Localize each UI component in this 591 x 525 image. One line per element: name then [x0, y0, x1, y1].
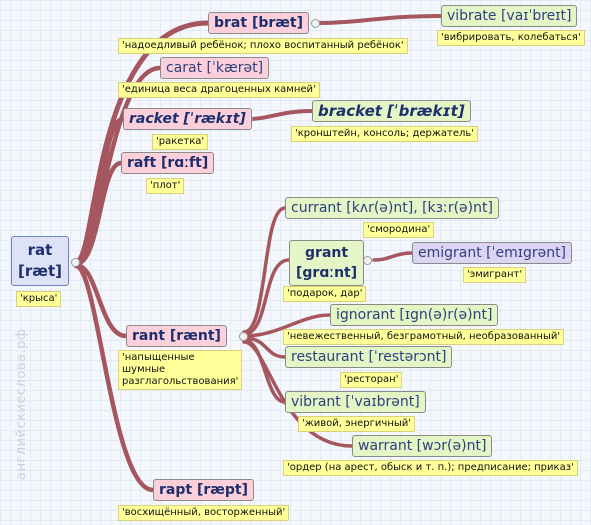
- note-raft: 'плот': [146, 178, 185, 194]
- node-carat[interactable]: carat [ˈkærət]: [160, 57, 270, 79]
- link-racket-bracket: [246, 109, 314, 121]
- node-raft[interactable]: raft [rɑːft]: [121, 152, 215, 174]
- note-currant: 'смородина': [363, 222, 435, 238]
- note-bracket: 'кронштейн, консоль; держатель': [291, 126, 479, 142]
- note-rapt: 'восхищённый, восторженный': [118, 505, 290, 521]
- node-emigrant[interactable]: emigrant [ˈemɪgrənt]: [412, 242, 573, 264]
- node-rat-word: rat: [27, 241, 53, 259]
- note-racket: 'ракетка': [152, 134, 209, 150]
- node-grant-transcription: [grɑːnt]: [296, 265, 358, 281]
- link-rant-warrant: [242, 340, 354, 448]
- node-currant[interactable]: currant [kʌr(ə)nt], [kɜːr(ə)nt]: [285, 197, 499, 219]
- note-rat: 'крыса': [16, 291, 62, 307]
- watermark: английскиеслова.рф: [14, 328, 29, 481]
- node-warrant[interactable]: warrant [wɔr(ə)nt]: [352, 435, 493, 457]
- node-racket[interactable]: racket [ˈrækɪt]: [123, 108, 252, 130]
- note-warrant: 'ордер (на арест, обыск и т. п.); предпи…: [283, 460, 578, 476]
- note-grant: 'подарок, дар': [283, 286, 367, 302]
- link-rat-rapt: [73, 263, 156, 493]
- link-rant-grant: [242, 258, 291, 336]
- note-ignorant: 'невежественный, безграмотный, необразов…: [283, 329, 565, 345]
- node-rant[interactable]: rant [rænt]: [126, 325, 227, 347]
- collapse-knob-grant[interactable]: [363, 256, 372, 265]
- node-restaurant[interactable]: restaurant [ˈrestərɔnt]: [285, 346, 453, 368]
- node-rat-transcription: [ræt]: [18, 262, 62, 280]
- note-carat: 'единица веса драгоценных камней': [118, 82, 320, 98]
- link-grant-emigrant: [372, 251, 414, 262]
- node-grant-word: grant: [305, 245, 349, 261]
- note-restaurant: 'ресторан': [340, 372, 403, 388]
- note-brat: 'надоедливый ребёнок; плохо воспитанный …: [118, 38, 408, 54]
- note-emigrant: 'эмигрант': [463, 267, 527, 283]
- note-rant: 'напыщенные шумные разглагольствования': [118, 350, 242, 390]
- link-rant-vibrant: [242, 338, 287, 404]
- node-vibrant[interactable]: vibrant [ˈvaɪbrənt]: [285, 391, 426, 413]
- note-vibrate: 'вибрировать, колебаться': [437, 30, 585, 46]
- link-rat-raft: [73, 160, 124, 267]
- link-rant-currant: [242, 206, 287, 334]
- link-rat-rant: [73, 262, 129, 339]
- node-ignorant[interactable]: ignorant [ɪgn(ə)r(ə)nt]: [330, 304, 499, 326]
- link-rant-restaurant: [242, 336, 287, 359]
- collapse-knob-rat[interactable]: [71, 258, 80, 267]
- collapse-knob-rant[interactable]: [239, 332, 248, 341]
- node-bracket[interactable]: bracket [ˈbrækɪt]: [312, 100, 471, 122]
- link-brat-vibrate: [316, 14, 443, 25]
- node-vibrate[interactable]: vibrate [vaɪˈbreɪt]: [441, 5, 578, 27]
- link-rant-ignorant: [242, 313, 332, 338]
- note-vibrant: 'живой, энергичный': [298, 416, 415, 432]
- node-rapt[interactable]: rapt [ræpt]: [153, 479, 255, 501]
- node-rat[interactable]: rat [ræt]: [11, 236, 69, 286]
- node-brat[interactable]: brat [bræt]: [208, 12, 310, 34]
- collapse-knob-brat[interactable]: [311, 19, 320, 28]
- node-grant[interactable]: grant [grɑːnt]: [289, 240, 365, 286]
